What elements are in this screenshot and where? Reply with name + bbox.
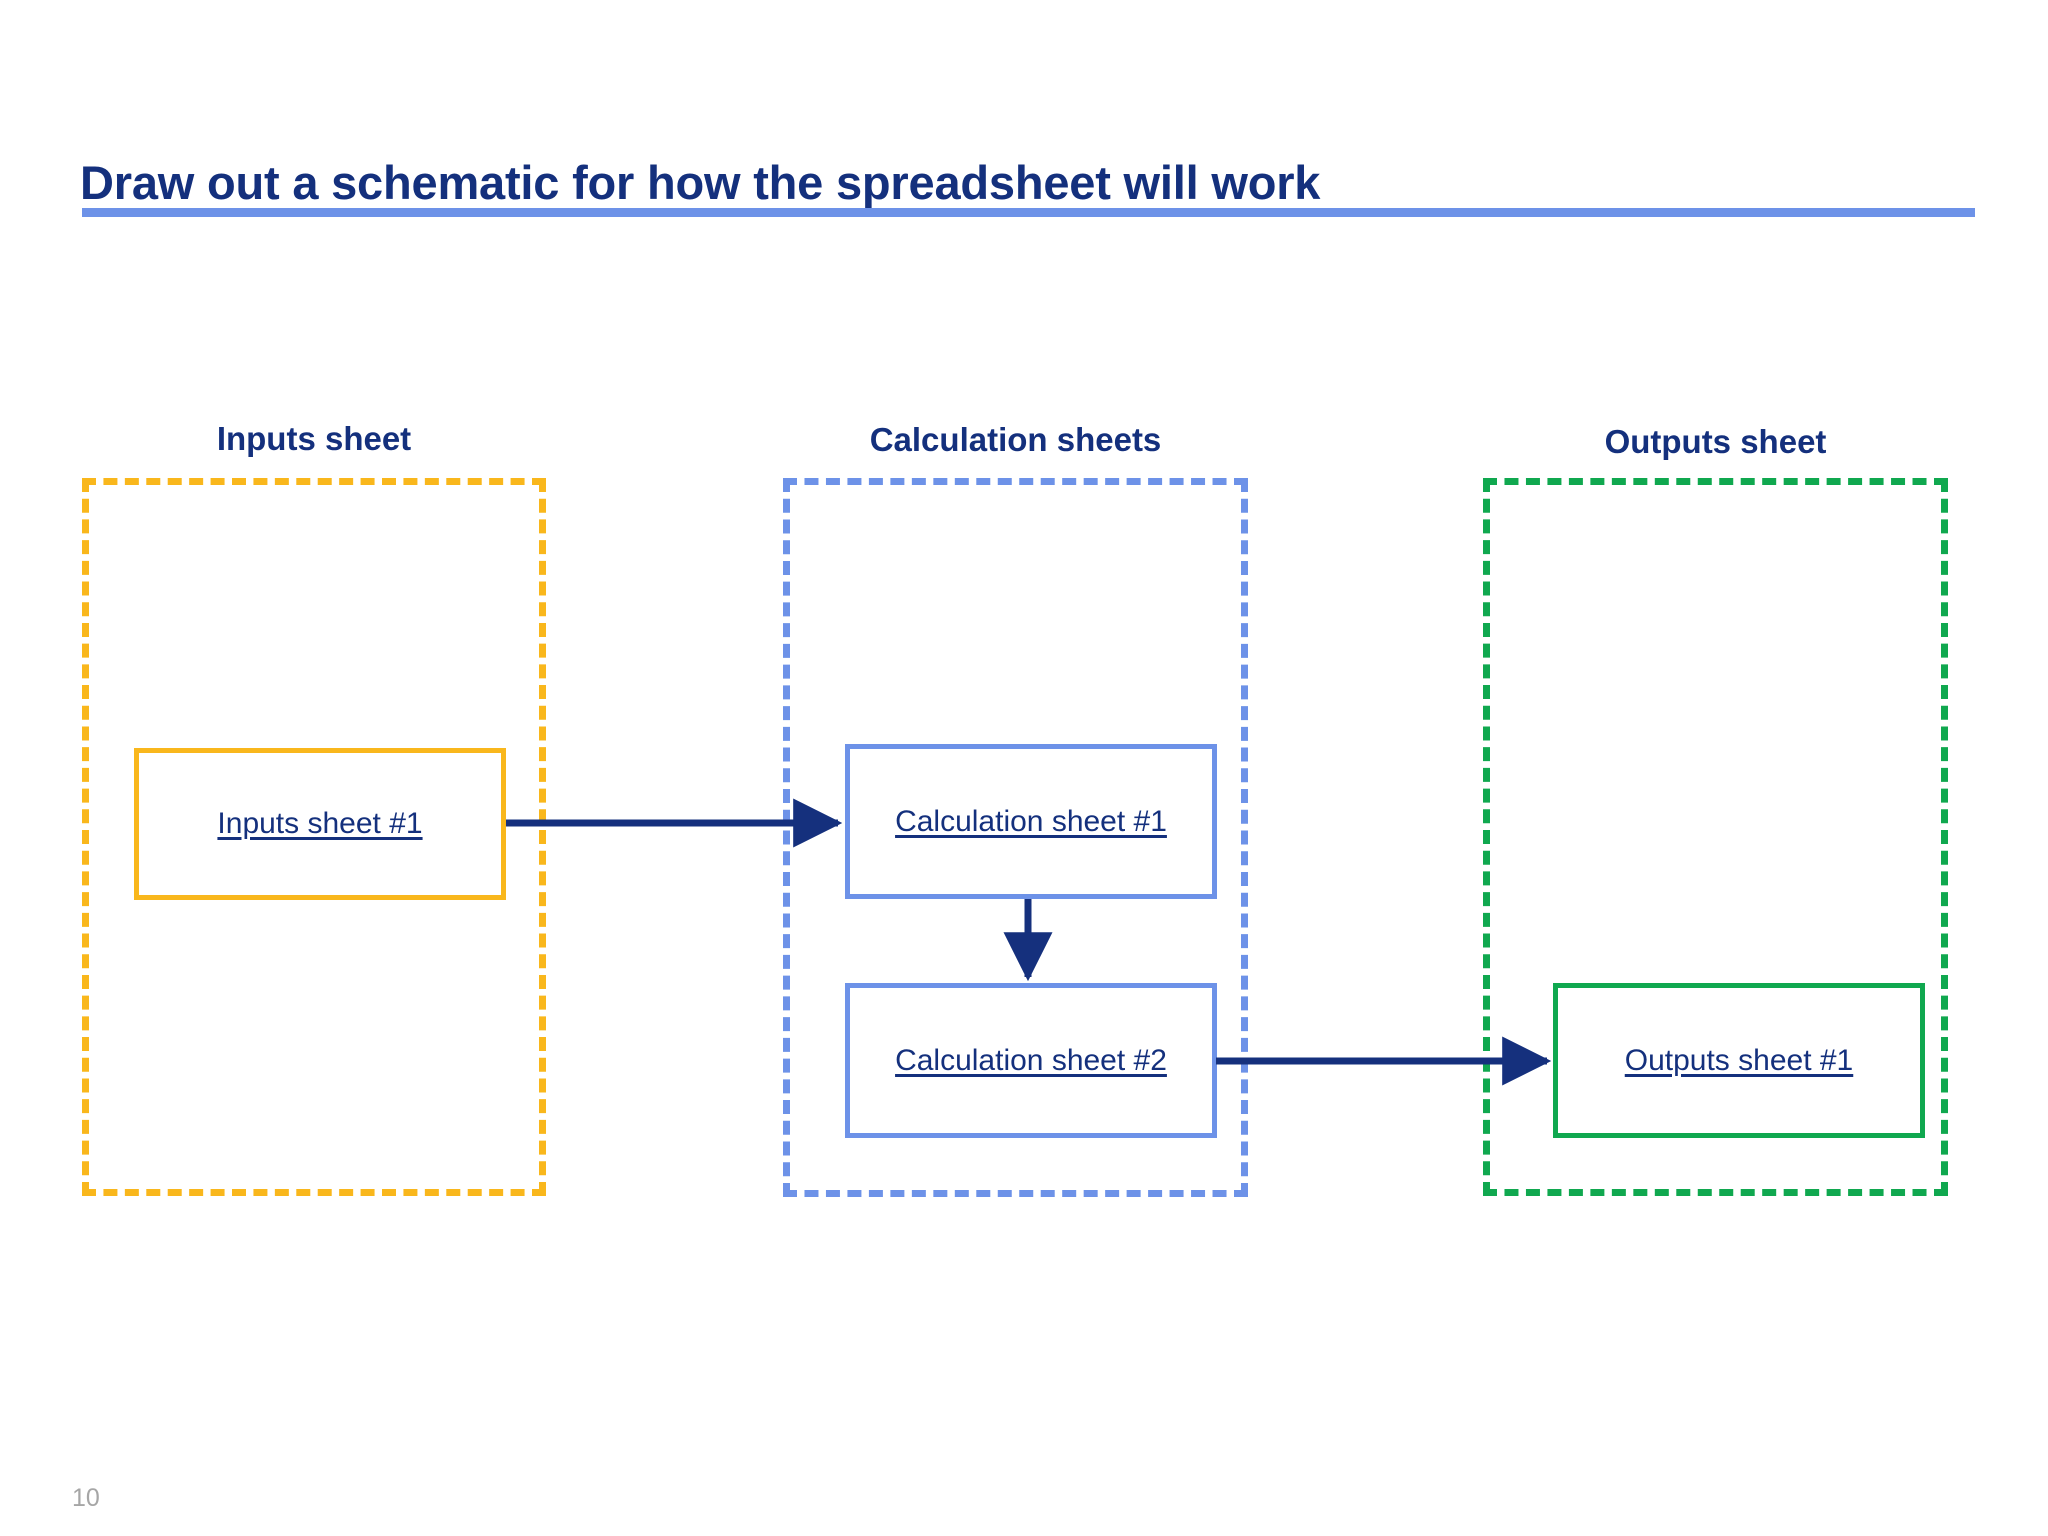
page-number: 10	[72, 1484, 100, 1512]
region-container-calculation	[783, 478, 1248, 1197]
sheet-box-label-calculation-1[interactable]: Calculation sheet #1	[895, 804, 1167, 838]
region-heading-calculation: Calculation sheets	[869, 421, 1162, 458]
title-underline-rule	[82, 208, 1975, 217]
sheet-box-outputs-1[interactable]: Outputs sheet #1	[1553, 983, 1925, 1138]
region-container-outputs	[1483, 478, 1948, 1196]
sheet-box-calculation-2[interactable]: Calculation sheet #2	[845, 983, 1217, 1138]
sheet-box-label-outputs-1[interactable]: Outputs sheet #1	[1624, 1043, 1854, 1077]
region-heading-outputs: Outputs sheet	[1604, 423, 1827, 460]
sheet-box-calculation-1[interactable]: Calculation sheet #1	[845, 744, 1217, 899]
region-container-inputs	[82, 478, 546, 1196]
region-heading-inputs: Inputs sheet	[216, 420, 412, 457]
sheet-box-inputs-1[interactable]: Inputs sheet #1	[134, 748, 506, 900]
page-title: Draw out a schematic for how the spreads…	[80, 156, 1321, 209]
sheet-box-label-calculation-2[interactable]: Calculation sheet #2	[895, 1043, 1167, 1077]
sheet-box-label-inputs-1[interactable]: Inputs sheet #1	[217, 807, 423, 840]
